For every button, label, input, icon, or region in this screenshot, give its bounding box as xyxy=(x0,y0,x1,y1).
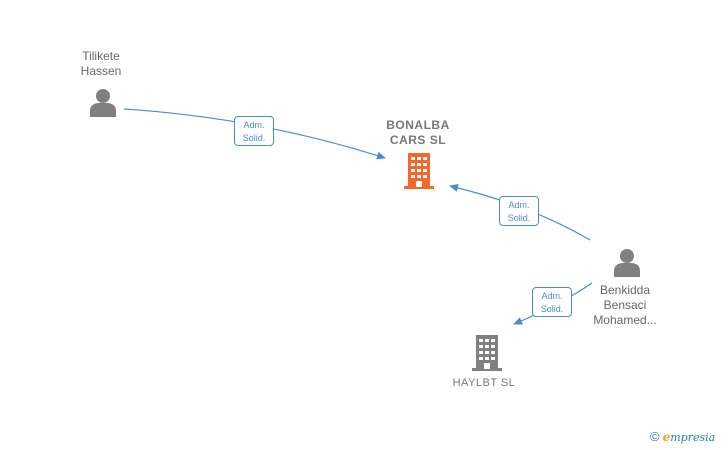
edge-label-line2: Solid. xyxy=(507,213,531,223)
node-label-haylbt: HAYLBT SL xyxy=(453,376,516,391)
person-name-line1: Tilikete xyxy=(82,49,120,63)
person-icon[interactable] xyxy=(613,247,641,277)
building-icon[interactable] xyxy=(403,153,435,189)
copyright-symbol: © xyxy=(650,429,660,444)
edge-label-line2: Solid. xyxy=(540,304,564,314)
person-name-line2: Hassen xyxy=(80,64,122,78)
building-icon[interactable] xyxy=(471,335,503,371)
edge-label-line1: Adm. xyxy=(541,291,563,301)
person-name-line2: Bensaci xyxy=(603,298,647,312)
brand-watermark: © empresia xyxy=(650,429,715,444)
brand-initial: e xyxy=(662,429,671,444)
company-name-line2: CARS SL xyxy=(389,133,447,147)
edge-label-line1: Adm. xyxy=(243,120,265,130)
company-name-line1: BONALBA xyxy=(386,118,450,132)
person-name-line1: Benkidda xyxy=(599,283,651,297)
brand-logo: empresia xyxy=(663,430,716,444)
edge-label-line1: Adm. xyxy=(508,200,530,210)
edge-label-adm-solid[interactable]: Adm. Solid. xyxy=(499,196,539,226)
person-icon[interactable] xyxy=(89,87,117,117)
node-label-bonalba: BONALBA CARS SL xyxy=(386,118,450,148)
node-label-tilikete: Tilikete Hassen xyxy=(81,49,122,79)
person-name-line3: Mohamed... xyxy=(593,313,657,327)
node-label-benkidda: Benkidda Bensaci Mohamed... xyxy=(593,283,656,328)
edge-label-line2: Solid. xyxy=(242,133,266,143)
company-name-line1: HAYLBT SL xyxy=(452,377,516,389)
brand-name-rest: mpresia xyxy=(670,430,716,444)
edge-label-adm-solid[interactable]: Adm. Solid. xyxy=(532,287,572,317)
edge-label-adm-solid[interactable]: Adm. Solid. xyxy=(234,116,274,146)
